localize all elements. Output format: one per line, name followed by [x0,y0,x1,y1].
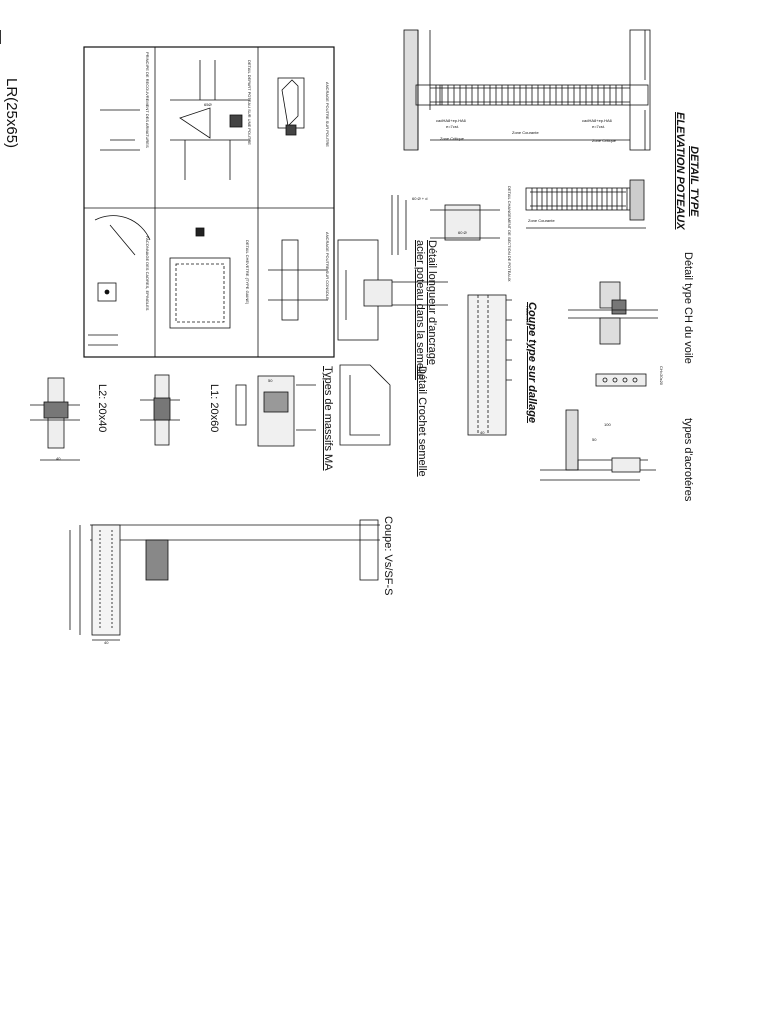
label-ancrage-console: ANCRAGE POUTRE SUR CONSOLE [325,232,330,300]
label-recouvrement: PRINCIPE DE RECOUVREMENT DES ARMATURES [145,52,150,148]
label-faconnage: FACONNAGE DES CADRES, EPINGLES [145,236,150,311]
annot-cadre-1: cadHA8+ep.HA6 [436,118,466,123]
title-coupe-vs: Coupe: Vs/SF-S [382,516,394,596]
coupe-vs [69,519,380,641]
title-ancrage-1: Détail longueur d'ancrage [426,240,438,366]
sheet-edge-tick [0,30,1,44]
title-l2: L2: 20x40 [96,384,108,433]
label-changement-section: DETAIL CHANGEMENT DE SECTION DE POTEAUX [507,186,512,282]
title-acroteres: types d'acrotéres [682,418,694,502]
chainage-voile [568,281,658,387]
annot-zone-courante-2: Zone Courante [528,218,555,223]
title-ch-voile: Détail type CH du voile [682,252,694,364]
crochet-semelle [339,364,391,446]
annot-dim-40-b: 40 [56,456,61,461]
annot-ha10: HA8e=20 [525,306,530,323]
annot-crochet: 60 Ø + d [412,196,428,201]
annot-dim-100: 100 [604,422,611,427]
annot-zone-critique-1: Zone Critique [440,136,465,141]
annot-ch-note: CH=20x20 [659,366,664,386]
label-depart-poteau: DETAIL DEPART POTEAU SUR UNE POUTRE [247,60,252,145]
longueur-ancrage [337,239,448,341]
title-detail-type: DETAIL TYPE [688,146,700,217]
annot-espacement-1: e=7cst. [446,124,460,129]
annot-dim-50-b: 50 [268,378,273,383]
label-ancrage-poutre: ANCRAGE POUTRE SUR POUTRE [325,82,330,147]
annot-dim-50: 50 [592,437,597,442]
elevation-poteaux [403,29,651,229]
acroteres [540,409,656,481]
annot-cadre-2: cadHA8+ep.HA6 [582,118,612,123]
title-ancrage-2: acier poteau dans la semelle [414,240,426,381]
title-l1: L1: 20x60 [208,384,220,433]
annot-dim-40-a: 40 [480,430,485,435]
annot-zone-critique-2: Zone Critique [592,138,617,143]
title-massifs: Types de massifs MA [322,366,334,471]
label-chevetre: DETAIL CHEVETRE (TYPE GAINE) [245,240,250,305]
detail-panel-grid [83,46,335,358]
annot-espacement-2: e=7cst. [592,124,606,129]
linteaux [30,374,180,461]
annot-dim-65: 65Ø [204,102,212,107]
changement-section [391,195,500,255]
coupe-dallage [467,294,512,436]
title-elevation-poteaux: ELEVATION POTEAUX [674,112,686,230]
title-crochet-semelle: Détail Crochet semelle [416,366,428,477]
massifs [235,375,316,447]
annot-sixty: 60 Ø [458,230,467,235]
annot-dim-40-c: 40 [104,640,109,645]
annot-zone-courante-1: Zone Courante [512,130,539,135]
